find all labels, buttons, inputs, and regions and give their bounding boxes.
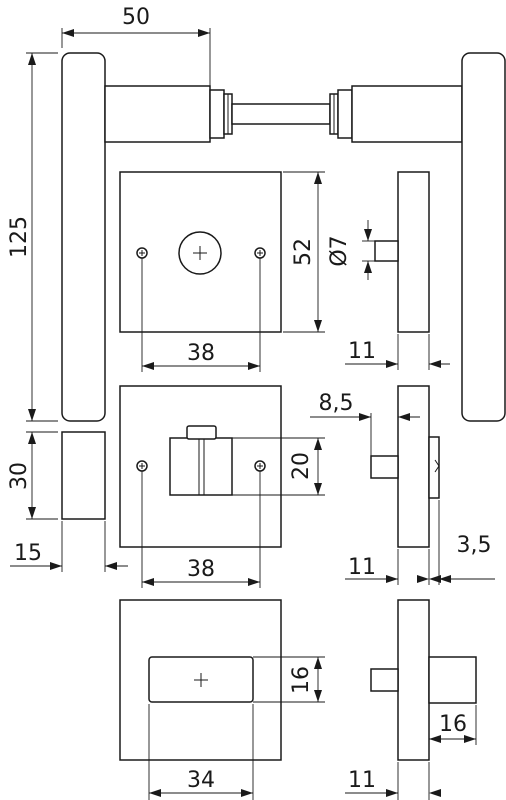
dim-lever-length: 125 (7, 52, 58, 422)
dim-label-3-5: 3,5 (457, 533, 492, 558)
rose-side-view (374, 171, 430, 333)
wc-pin (428, 436, 440, 499)
key-cylinder-body (428, 656, 477, 704)
dim-wc-window-height: 20 (232, 437, 325, 496)
dim-lever-width: 30 (7, 431, 58, 520)
dim-wc-pin: 3,5 (417, 500, 495, 585)
key-cylinder-stub (370, 668, 399, 692)
dim-label-16-slot: 16 (289, 666, 314, 694)
screw-hole-right (254, 247, 266, 259)
dim-wc-offset: 8,5 (310, 391, 420, 456)
spindle (231, 103, 331, 125)
dim-label-20: 20 (289, 452, 314, 480)
key-side-view (370, 599, 477, 761)
dim-label-38-rose: 38 (187, 341, 215, 366)
dim-label-8-5: 8,5 (319, 391, 354, 416)
lever-neck-right (351, 85, 463, 143)
dim-wc-hole-spacing: 38 (141, 471, 261, 588)
lever-grip-left (61, 52, 106, 422)
rose-side-plate (397, 171, 430, 333)
dim-label-15: 15 (14, 541, 42, 566)
dim-rose-height: 52 (283, 171, 325, 333)
wc-indicator-window (169, 437, 233, 496)
dim-rose-hole-spacing: 38 (141, 258, 261, 372)
dim-label-16-depth: 16 (439, 712, 467, 737)
spindle-collar-right (337, 89, 353, 139)
dim-label-38-wc: 38 (187, 557, 215, 582)
key-side-plate (397, 599, 430, 761)
dim-label-34: 34 (187, 768, 215, 793)
dim-label-d7: Ø7 (327, 235, 352, 266)
dim-label-11-rose: 11 (348, 339, 376, 364)
wc-turn-stub (370, 455, 399, 479)
key-rose-front-view (119, 599, 282, 761)
dim-rose-thickness: 11 (345, 334, 450, 370)
spindle-collar-left (209, 89, 225, 139)
lever-neck-left (104, 85, 211, 143)
dim-key-slot-height: 16 (253, 656, 325, 703)
dim-label-125: 125 (7, 216, 32, 258)
dim-label-52: 52 (291, 238, 316, 266)
wc-side-plate (397, 385, 430, 548)
wc-screw-hole-right (254, 460, 266, 472)
lever-grip-right (461, 52, 506, 422)
dim-spindle-diameter: Ø7 (327, 220, 375, 280)
dim-lever-projection: 50 (61, 5, 211, 86)
dim-key-slot-width: 34 (148, 704, 254, 800)
dim-label-11-key: 11 (348, 768, 376, 793)
wc-side-view (370, 385, 440, 548)
screw-hole-left (136, 247, 148, 259)
wc-rose-front-view (119, 385, 282, 548)
dim-label-50: 50 (122, 5, 150, 30)
rose-front-view (119, 171, 282, 333)
dim-lever-thickness: 15 (10, 521, 128, 572)
spindle-stub (374, 240, 399, 262)
lever-assembly (61, 52, 506, 422)
dim-label-11-wc: 11 (348, 555, 376, 580)
lever-section-rect (61, 431, 106, 520)
wc-indicator-knob (186, 425, 217, 440)
lever-section (61, 431, 106, 520)
dim-key-rose-thickness: 11 (345, 762, 441, 800)
dim-key-depth: 16 (428, 705, 477, 745)
wc-screw-hole-left (136, 460, 148, 472)
dim-label-30: 30 (7, 462, 32, 490)
